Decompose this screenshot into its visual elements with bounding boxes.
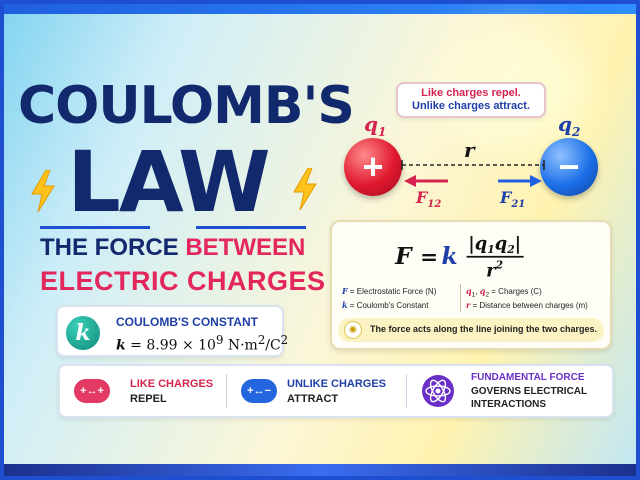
lightning-bolt-icon [31, 170, 55, 212]
legend-k-text: = Coulomb's Constant [347, 301, 429, 310]
distance-line [401, 160, 545, 170]
constant-symbol: k [116, 337, 126, 354]
q2-symbol: q [558, 112, 572, 136]
f12-subscript: 12 [427, 199, 442, 211]
tip-line-1: Like charges repel. [421, 87, 521, 99]
negative-charge-sphere: − [540, 138, 598, 196]
positive-charge-sphere: + [344, 138, 402, 196]
formula-num-q2: q [495, 234, 507, 255]
tip-line-2: Unlike charges attract. [412, 100, 530, 112]
force-arrow-f12 [404, 175, 448, 187]
legend-charges: q1, q2 = Charges (C) [466, 286, 542, 299]
formula-den-r: r [486, 260, 497, 280]
charges-tip-box: Like charges repel. Unlike charges attra… [396, 82, 546, 118]
subtitle-part-2: BETWEEN [185, 234, 306, 261]
constant-value: k = 8.99 × 109 N·m2/C2 [116, 333, 288, 354]
constant-unit-exp2: 2 [280, 333, 289, 347]
legend-q-sep: , [475, 287, 480, 296]
formula-k: k [442, 243, 458, 270]
atom-icon [422, 375, 454, 407]
formula-denominator: r2 [486, 258, 503, 280]
subtitle-line-1: THE FORCE BETWEEN [40, 234, 305, 262]
legend-k-symbol: k [342, 300, 348, 310]
legend-distance: r = Distance between charges (m) [466, 300, 588, 310]
formula-num-sub1: 1 [487, 243, 494, 256]
f21-subscript: 21 [511, 199, 526, 211]
legend-f-text: = Electrostatic Force (N) [347, 287, 437, 296]
subtitle-part-1: THE FORCE [40, 234, 186, 261]
formula-num-q1: |q [468, 234, 487, 255]
fundamental-force-text-1: GOVERNS ELECTRICAL [471, 386, 588, 397]
legend-constant: k = Coulomb's Constant [342, 300, 428, 310]
legend-q2-sub: 2 [485, 291, 490, 299]
distance-label: r [464, 138, 475, 162]
constant-value-prefix: = 8.99 × 10 [125, 337, 216, 354]
fundamental-force-text-2: INTERACTIONS [471, 399, 546, 410]
k-badge-icon: k [66, 316, 100, 350]
constant-label: COULOMB'S CONSTANT [116, 315, 258, 329]
lightning-bolt-icon [293, 168, 317, 210]
legend-f-symbol: F [342, 286, 348, 296]
f12-symbol: F [416, 188, 428, 207]
negative-sign: − [558, 146, 580, 187]
unlike-charges-text: ATTRACT [287, 393, 339, 405]
formula-den-exp: 2 [495, 258, 503, 271]
unlike-charges-cell: +↔− UNLIKE CHARGES ATTRACT [227, 366, 405, 416]
constant-unit-exp: 2 [257, 333, 266, 347]
title-line-1: COULOMB'S [18, 76, 355, 136]
divider-line-right [196, 226, 306, 229]
divider-line-left [40, 226, 150, 229]
legend-r-symbol: r [466, 300, 471, 310]
legend-r-text: = Distance between charges (m) [470, 301, 588, 310]
q2-label: q2 [558, 112, 580, 139]
formula-lhs: F [394, 243, 413, 270]
legend-q2-symbol: q [479, 286, 486, 296]
constant-unit: N·m [223, 337, 258, 354]
q1-subscript: 1 [377, 125, 387, 139]
lightbulb-icon: ✺ [344, 321, 362, 339]
constant-unit-tail: /C [265, 337, 281, 354]
note-bar: ✺ The force acts along the line joining … [338, 318, 604, 342]
unlike-charges-title: UNLIKE CHARGES [287, 378, 387, 390]
constant-exponent: 9 [215, 333, 224, 347]
subtitle-line-2: ELECTRIC CHARGES [40, 266, 326, 296]
title-line-2: LAW [67, 133, 270, 231]
top-accent-bar [0, 0, 640, 14]
f21-label: F21 [500, 188, 525, 210]
f12-label: F12 [416, 188, 441, 210]
formula-card: F = k |q1q2| r2 F = Electrostatic Force … [330, 220, 612, 350]
like-charges-text: REPEL [130, 393, 167, 405]
positive-sign: + [362, 146, 384, 187]
f21-symbol: F [500, 188, 512, 207]
q2-subscript: 2 [571, 125, 581, 139]
legend-force: F = Electrostatic Force (N) [342, 286, 436, 296]
like-charges-title: LIKE CHARGES [130, 378, 214, 390]
legend-q-text: = Charges (C) [489, 287, 542, 296]
formula-num-end: | [515, 234, 522, 255]
bottom-accent-bar [0, 464, 640, 480]
coulomb-formula: F = k |q1q2| r2 [394, 234, 524, 280]
info-bar: +↔+ LIKE CHARGES REPEL +↔− UNLIKE CHARGE… [58, 364, 614, 418]
fundamental-force-cell: FUNDAMENTAL FORCE GOVERNS ELECTRICAL INT… [407, 366, 612, 416]
like-charges-cell: +↔+ LIKE CHARGES REPEL [60, 366, 226, 416]
info-divider [406, 374, 407, 408]
coulomb-constant-card: k COULOMB'S CONSTANT k = 8.99 × 109 N·m2… [56, 305, 288, 357]
like-charges-icon: +↔+ [74, 379, 110, 403]
q1-label: q1 [364, 112, 386, 139]
force-arrow-f21 [498, 175, 542, 187]
note-text: The force acts along the line joining th… [370, 324, 598, 334]
info-divider [226, 374, 227, 408]
fundamental-force-title: FUNDAMENTAL FORCE [471, 372, 585, 383]
formula-num-sub2: 2 [506, 243, 514, 256]
legend-q1-sub: 1 [471, 291, 476, 299]
legend-q1-symbol: q [466, 286, 472, 296]
unlike-charges-icon: +↔− [241, 379, 277, 403]
legend-divider [460, 284, 461, 312]
formula-equals: = [420, 245, 438, 270]
formula-numerator: |q1q2| [468, 234, 521, 257]
q1-symbol: q [364, 112, 378, 136]
